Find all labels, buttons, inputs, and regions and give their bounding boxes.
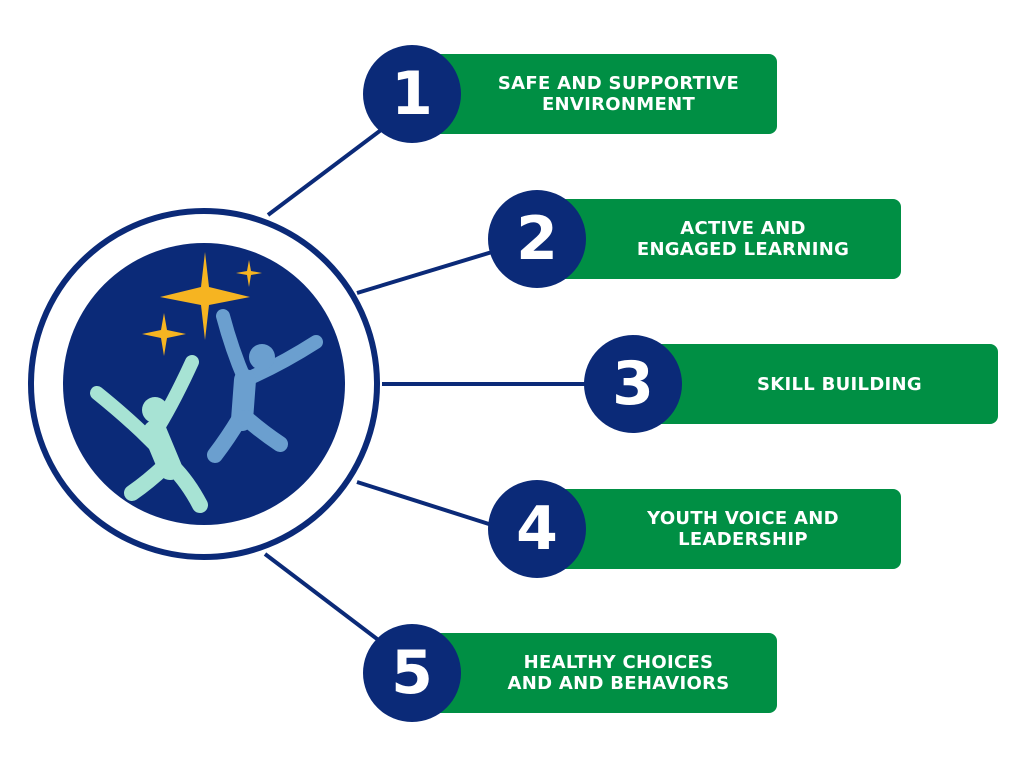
item-1-label: SAFE AND SUPPORTIVE ENVIRONMENT: [497, 73, 740, 115]
item-5-number: 5: [391, 638, 433, 708]
item-2-label: ACTIVE AND ENGAGED LEARNING: [636, 218, 850, 260]
large-star-icon: [160, 252, 250, 340]
item-4-label: YOUTH VOICE AND LEADERSHIP: [647, 508, 839, 550]
item-5-label-bar: HEALTHY CHOICES AND AND BEHAVIORS: [420, 633, 777, 713]
item-4-number: 4: [516, 494, 558, 564]
connector-line-1: [266, 125, 387, 217]
item-1-label-bar: SAFE AND SUPPORTIVE ENVIRONMENT: [420, 54, 777, 134]
item-4-number-badge: 4: [488, 480, 586, 578]
small-star-icon: [142, 313, 186, 356]
item-4-label-bar: YOUTH VOICE AND LEADERSHIP: [545, 489, 901, 569]
connector-line-2: [356, 250, 493, 295]
tiny-star-icon: [236, 260, 262, 287]
left-jumping-figure-icon: [90, 355, 208, 513]
item-2-number: 2: [516, 204, 558, 274]
logo-inner-field: [63, 243, 345, 525]
connector-line-4: [356, 480, 493, 527]
connector-line-5: [263, 552, 387, 647]
right-jumping-figure-icon: [207, 309, 323, 463]
item-2-number-badge: 2: [488, 190, 586, 288]
item-1-number: 1: [391, 59, 433, 129]
item-3-number-badge: 3: [584, 335, 682, 433]
item-5-label: HEALTHY CHOICES AND AND BEHAVIORS: [507, 652, 730, 694]
item-3-label: SKILL BUILDING: [757, 373, 922, 395]
youth-program-logo: [28, 208, 380, 560]
item-3-label-bar: SKILL BUILDING: [641, 344, 998, 424]
item-2-label-bar: ACTIVE AND ENGAGED LEARNING: [545, 199, 901, 279]
item-1-number-badge: 1: [363, 45, 461, 143]
item-3-number: 3: [612, 349, 654, 419]
item-5-number-badge: 5: [363, 624, 461, 722]
